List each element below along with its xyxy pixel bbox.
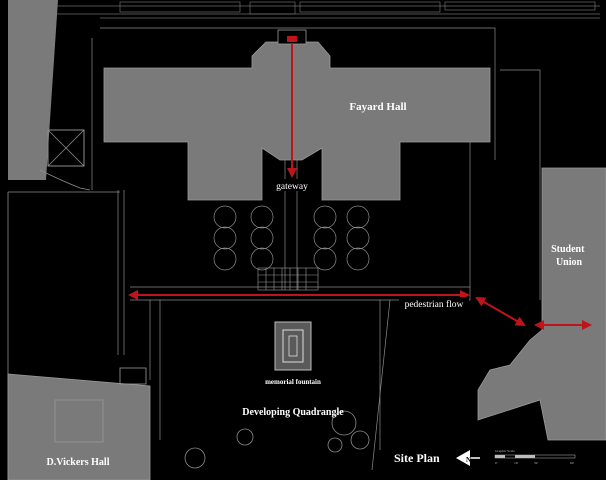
forecourt-trees [213,205,370,271]
scale-caption: Graphic Scale [495,449,515,453]
scale-tick-32: 32' [534,461,539,465]
fayard-hall-label: Fayard Hall [349,101,406,113]
north-edge-linework [10,1,600,19]
north-arrow-icon: N [456,450,480,466]
scale-tick-0: 0' [495,461,498,465]
developing-quadrangle-label: Developing Quadrangle [242,407,344,418]
site-plan-title: Site Plan [394,451,440,465]
scale-tick-16: 16' [514,461,519,465]
paving-grid [257,267,319,291]
scale-tick-64: 64' [570,461,575,465]
student-union-building [477,167,606,441]
student-union-label-line2: Union [556,257,583,268]
quadrangle-trees [184,410,370,469]
d-vickers-hall-building [7,367,151,480]
student-union-label: Student Union [551,244,587,268]
memorial-fountain [274,321,312,371]
north-letter: N [466,456,471,464]
pedestrian-flow-label: pedestrian flow [405,299,464,310]
plan-legend: Site Plan N Graphic Scale 0' 16' 32' 64' [394,449,576,466]
memorial-fountain-label: memorial fountain [265,378,321,386]
d-vickers-hall-label: D.Vickers Hall [47,457,110,468]
pedestrian-flow-arrows [128,44,592,330]
flow-arrow-diagonal [475,297,526,326]
west-structures [7,0,120,480]
graphic-scale: Graphic Scale 0' 16' 32' 64' [494,449,576,465]
student-union-label-line1: Student [551,244,585,255]
gateway-label: gateway [276,182,308,192]
gateway-label-backdrop [272,179,313,191]
pedestrian-flow-label-backdrop [399,297,469,309]
